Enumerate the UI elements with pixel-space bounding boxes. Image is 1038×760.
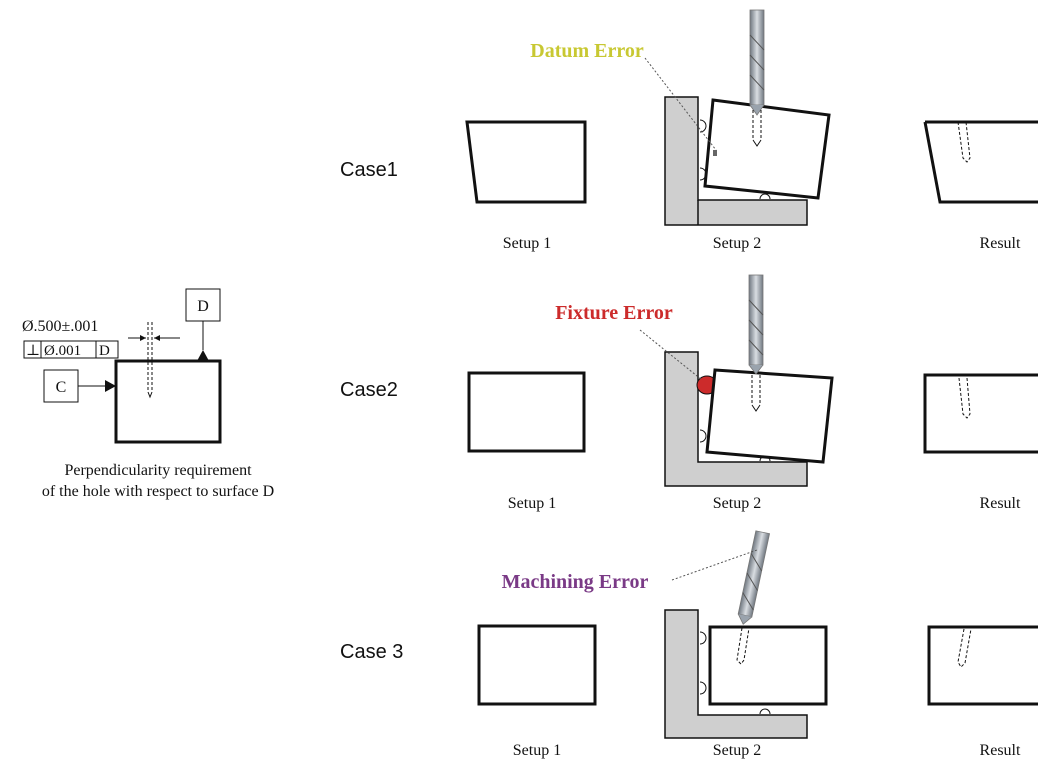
locator-pin	[699, 681, 707, 695]
error-leader	[639, 329, 703, 381]
result-hole	[957, 121, 971, 163]
locator-pin	[699, 119, 707, 133]
setup1-label: Setup 1	[513, 742, 561, 759]
setup2-label: Setup 2	[713, 235, 761, 252]
part-outline	[114, 359, 222, 444]
datum-d-triangle	[197, 350, 209, 361]
machining-error-label: Machining Error	[502, 571, 649, 593]
result-label: Result	[980, 742, 1021, 759]
dimension-arrowhead	[154, 335, 160, 341]
caption-line-1: Perpendicularity requirement	[64, 462, 252, 479]
locator-pin	[699, 631, 707, 645]
setup1-part	[477, 624, 597, 706]
result-label: Result	[980, 235, 1021, 252]
case-1: Case1 Setup 1 Datum Error Setup 2 Result	[340, 9, 1038, 252]
datum-d-label: D	[197, 298, 209, 315]
setup1-label: Setup 1	[503, 235, 551, 252]
case-label: Case1	[340, 159, 398, 181]
tolerance-datum: D	[99, 343, 110, 359]
setup1-part	[465, 120, 587, 204]
fixture	[664, 96, 808, 226]
result-hole	[957, 628, 972, 668]
drill-bit	[748, 274, 764, 375]
fixture	[664, 609, 808, 739]
datum-c-label: C	[56, 379, 67, 396]
result-part	[923, 120, 1038, 204]
dimension-arrowhead	[140, 335, 146, 341]
setup2-label: Setup 2	[713, 495, 761, 512]
datum-error-label: Datum Error	[530, 40, 644, 62]
result-label: Result	[980, 495, 1021, 512]
setup2-label: Setup 2	[713, 742, 761, 759]
error-leader	[644, 57, 717, 151]
locator-pin	[759, 708, 771, 715]
locator-pin	[759, 193, 771, 200]
case-3: Case 3 Setup 1 Machining Error Setup 2 R…	[340, 530, 1038, 759]
caption-line-2: of the hole with respect to surface D	[42, 483, 274, 500]
case-label: Case2	[340, 379, 398, 401]
case-label: Case 3	[340, 641, 403, 663]
datum-error-mark	[713, 150, 717, 156]
drill-bit	[737, 530, 771, 625]
result-hole	[958, 377, 971, 419]
tolerance-value: Ø.001	[44, 343, 81, 359]
tolerance-drawing: Ø.500±.001 ⊥ Ø.001 D D C Perpendicularit…	[22, 288, 274, 500]
setup1-label: Setup 1	[508, 495, 556, 512]
setup2-part	[705, 368, 834, 464]
setup2-part	[703, 98, 831, 200]
feature-control-frame	[23, 340, 119, 359]
locator-pin	[699, 429, 707, 443]
setup2-part	[708, 625, 828, 706]
datum-c-triangle	[105, 380, 116, 392]
result-part	[923, 373, 1038, 454]
drill-bit	[749, 9, 765, 116]
error-leader	[671, 549, 758, 581]
fixture-error-label: Fixture Error	[555, 302, 673, 324]
result-part	[927, 625, 1038, 706]
dimension-label: Ø.500±.001	[22, 318, 98, 335]
hole-tip	[147, 391, 153, 399]
case-2: Case2 Setup 1 Fixture Error Setup 2 Resu…	[340, 274, 1038, 512]
perpendicularity-symbol: ⊥	[26, 343, 40, 359]
setup1-part	[467, 371, 586, 453]
